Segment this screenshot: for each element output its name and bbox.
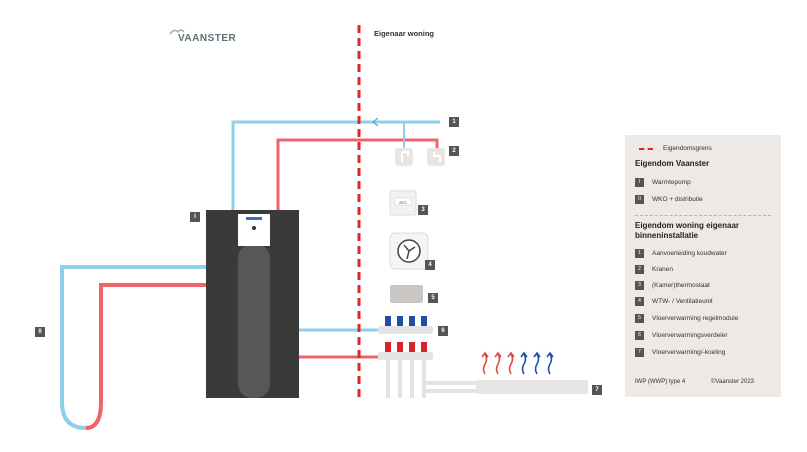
tag-heat-pump: I [190, 212, 200, 222]
legend-badge: 2 [635, 265, 644, 274]
floor-heating-panel [476, 380, 588, 394]
legend-owner-title: Eigendom woning eigenaar [635, 221, 740, 230]
hot-water-pipe [276, 138, 439, 210]
legend-item-label: Vloerverwarmingsverdeler [652, 332, 728, 339]
legend-badge: 6 [635, 331, 644, 340]
legend-item-label: Warmtepomp [652, 179, 691, 186]
legend-badge: II [635, 195, 644, 204]
tag-7: 7 [592, 385, 602, 395]
fan-blade [403, 244, 416, 260]
legend-badge: 7 [635, 348, 644, 357]
thermostat-screen [394, 197, 412, 206]
legend-item-label: Vloerverwarming/-koeling [652, 349, 726, 356]
tag-2: 2 [449, 146, 459, 156]
heat-arrows-icon [481, 351, 554, 375]
tap-icon [401, 151, 409, 162]
legend-item-label: WKO + distributie [652, 196, 703, 203]
cold-tap [395, 148, 413, 166]
legend-item-label: Vloerverwarming regelmodule [652, 315, 739, 322]
legend-item-label: Aanvoerleiding koudwater [652, 250, 727, 257]
legend-item-6: 6 Vloerverwarmingsverdeler [635, 331, 728, 340]
legend-item-warmtepomp: I Warmtepomp [635, 178, 691, 187]
legend-badge: 5 [635, 314, 644, 323]
vaanster-logo-icon [169, 29, 185, 35]
legend-vaanster-title: Eigendom Vaanster [635, 159, 710, 168]
legend-item-3: 3 (Kamer)thermostaat [635, 281, 710, 290]
tag-1: 1 [449, 117, 459, 127]
wko-hot-loop [85, 283, 206, 430]
legend-footer-type: IWP (WWP) type 4 [635, 379, 686, 385]
legend-boundary: Eigendomsgrens [639, 145, 712, 152]
legend-item-label: WTW- / Ventilatieunit [652, 298, 713, 305]
manifold-valves-hot [385, 342, 427, 352]
boundary-dash-icon [639, 147, 653, 150]
legend-badge: I [635, 178, 644, 187]
wko-cold-loop [60, 265, 206, 430]
legend-footer-copyright: ©Vaanster 2023 [711, 379, 755, 385]
legend-item-5: 5 Vloerverwarming regelmodule [635, 314, 738, 323]
legend-badge: 4 [635, 297, 644, 306]
heat-pump-button [252, 226, 256, 230]
manifold-cold-bar [378, 326, 433, 334]
legend-item-7: 7 Vloerverwarming/-koeling [635, 348, 725, 357]
legend-owner-subtitle: binneninstallatie [635, 231, 699, 240]
legend-badge: 3 [635, 281, 644, 290]
floor-heating-control-module [390, 285, 423, 303]
tag-wko: II [35, 327, 45, 337]
flow-arrow-icon [372, 117, 379, 127]
legend-item-4: 4 WTW- / Ventilatieunit [635, 297, 713, 306]
tag-3: 3 [418, 205, 428, 215]
manifold-outlets [386, 360, 476, 398]
tag-4: 4 [425, 260, 435, 270]
thermostat-reading: 20°C [399, 201, 407, 205]
legend-separator [635, 215, 771, 216]
owner-section-label: Eigenaar woning [374, 29, 435, 38]
legend-item-1: 1 Aanvoerleiding koudwater [635, 249, 727, 258]
brand-logo: VAANSTER [178, 33, 237, 44]
legend-item-2: 2 Kranen [635, 265, 673, 274]
legend-panel: Eigendomsgrens Eigendom Vaanster I Warmt… [625, 135, 781, 397]
manifold-hot-bar [378, 352, 433, 360]
tap-icon [433, 152, 441, 162]
legend-boundary-label: Eigendomsgrens [663, 145, 712, 152]
tag-6: 6 [438, 326, 448, 336]
heat-pump-tank [238, 244, 270, 398]
legend-badge: 1 [635, 249, 644, 258]
legend-item-label: Kranen [652, 266, 673, 273]
legend-item-label: (Kamer)thermostaat [652, 282, 710, 289]
legend-item-wko: II WKO + distributie [635, 195, 703, 204]
manifold-valves-cold [385, 316, 427, 326]
cold-water-supply-pipe [231, 120, 440, 210]
tag-5: 5 [428, 293, 438, 303]
heat-pump-display [246, 217, 262, 220]
